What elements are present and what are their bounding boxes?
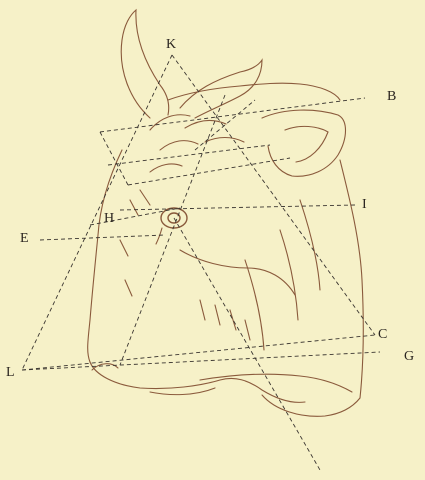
line-brow (128, 158, 290, 185)
dewlap (262, 395, 360, 416)
line-k-to-c (172, 55, 375, 335)
label-c: C (378, 328, 387, 342)
line-top-to-b (100, 98, 365, 132)
cheek (180, 250, 295, 295)
nostril (92, 364, 118, 370)
label-k: K (166, 38, 176, 52)
muzzle (90, 362, 305, 402)
label-b: B (387, 90, 396, 104)
label-e: E (20, 232, 29, 246)
neck-line (340, 160, 363, 398)
right-horn (180, 60, 262, 118)
line-eye-to-throat (174, 218, 320, 470)
line-horizontal-i (120, 205, 355, 210)
line-k-to-l (22, 55, 172, 370)
jaw-line (200, 374, 352, 392)
neck-folds (245, 200, 320, 350)
left-horn (121, 10, 168, 118)
measurement-lines (22, 55, 380, 470)
ox-head-drawing (88, 10, 364, 416)
line-forehead-diag-2 (195, 100, 255, 150)
line-l-to-c (22, 335, 375, 370)
label-h: H (104, 212, 114, 226)
label-l: L (6, 366, 15, 380)
line-horizontal-e (40, 235, 165, 240)
ear (262, 110, 346, 176)
ear-inner (285, 126, 328, 162)
line-l-to-g (22, 352, 380, 370)
line-brow-2 (108, 145, 270, 165)
label-i: I (362, 198, 367, 212)
label-g: G (404, 350, 414, 364)
face-front-outline (88, 150, 122, 362)
line-forehead-diag (120, 95, 225, 365)
eye-tear (156, 228, 162, 244)
